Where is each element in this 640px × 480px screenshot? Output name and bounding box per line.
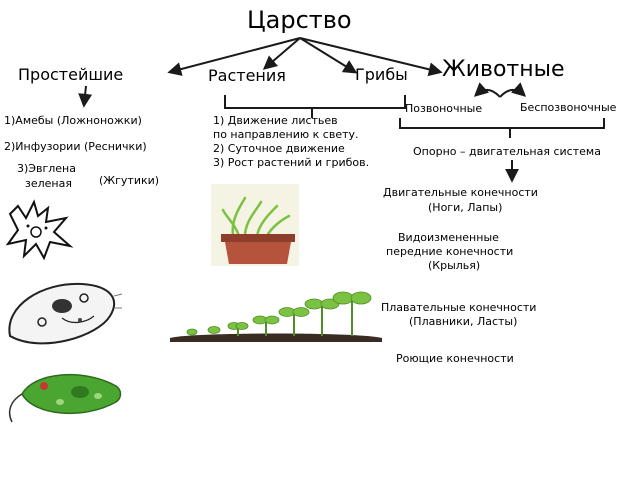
plants-item-2: 2) Суточное движение <box>213 142 345 155</box>
protists-item-1: 1)Амебы (Ложноножки) <box>4 114 142 127</box>
limbs-swim-line2: (Плавники, Ласты) <box>409 315 518 328</box>
page-title: Царство <box>247 6 352 34</box>
arrow-to-protists <box>167 37 301 76</box>
kingdom-plants: Растения <box>208 66 286 85</box>
euglena-icon <box>8 373 122 423</box>
limbs-modified-line1: Видоизмененные <box>398 231 499 244</box>
seedling-row-icon <box>170 291 382 342</box>
arrow-to-animals <box>299 37 443 77</box>
arrow-to-invertebrates <box>499 82 527 98</box>
kingdom-protists: Простейшие <box>18 65 124 84</box>
limbs-modified-line3: (Крылья) <box>428 259 481 272</box>
limbs-modified-line2: передние конечности <box>386 245 514 258</box>
kingdom-animals: Животные <box>442 57 565 82</box>
paramecium-icon <box>8 282 123 345</box>
arrow-to-vertebrates <box>473 82 501 98</box>
brace-plants-fungi <box>224 95 406 118</box>
protists-item-3-note: (Жгутики) <box>99 174 160 187</box>
animals-invertebrates: Беспозвоночные <box>520 101 617 114</box>
animals-vertebrates: Позвоночные <box>405 102 483 115</box>
animals-system: Опорно – двигательная система <box>413 145 601 158</box>
amoeba-icon <box>5 199 74 261</box>
arrow-to-fungi <box>299 37 358 74</box>
limbs-motor-line2: (Ноги, Лапы) <box>428 201 503 214</box>
limbs-motor-line1: Двигательные конечности <box>383 186 538 199</box>
plants-item-1-line2: по направлению к свету. <box>213 128 359 141</box>
brace-animals <box>399 118 605 138</box>
protists-item-3-line1: 3)Эвглена <box>17 162 76 175</box>
protists-item-3-line2: зеленая <box>25 177 72 190</box>
protists-item-2: 2)Инфузории (Реснички) <box>4 140 147 153</box>
kingdom-fungi: Грибы <box>355 65 408 84</box>
plant-pot-icon <box>211 184 299 266</box>
arrow-protists-down <box>78 85 93 108</box>
plants-item-1-line1: 1) Движение листьев <box>213 114 338 127</box>
limbs-dig: Роющие конечности <box>396 352 514 365</box>
plants-item-3: 3) Рост растений и грибов. <box>213 156 370 169</box>
arrow-to-plants <box>262 37 301 70</box>
limbs-swim-line1: Плавательные конечности <box>381 301 537 314</box>
